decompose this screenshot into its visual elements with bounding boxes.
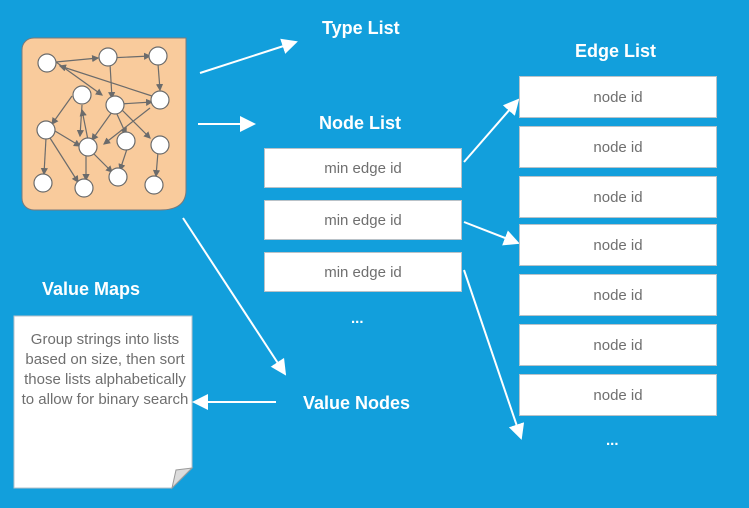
note-page-curl [171,467,194,490]
value-maps-heading: Value Maps [42,279,141,299]
edge-list-item: node id [519,374,717,416]
edge-list-item: node id [519,274,717,316]
node-list-item: min edge id [264,200,462,240]
edge-list-item: node id [519,224,717,266]
value-nodes-heading: Value Nodes [303,393,411,413]
node-list-heading: Node List [319,113,402,133]
node-list-item: min edge id [264,252,462,292]
edge-list-item: node id [519,324,717,366]
edge-list-item: node id [519,76,717,118]
graph-nodes [33,46,170,198]
node-list-more: ... [351,310,364,327]
edge-list-item: node id [519,176,717,218]
type-list-heading: Type List [322,18,400,38]
value-maps-note-text: Group strings into lists based on size, … [21,331,189,408]
edge-list-more: ... [606,432,619,449]
node-list-item: min edge id [264,148,462,188]
connector-arrows [182,38,525,440]
edge-list-item: node id [519,126,717,168]
edge-list-heading: Edge List [575,41,657,61]
